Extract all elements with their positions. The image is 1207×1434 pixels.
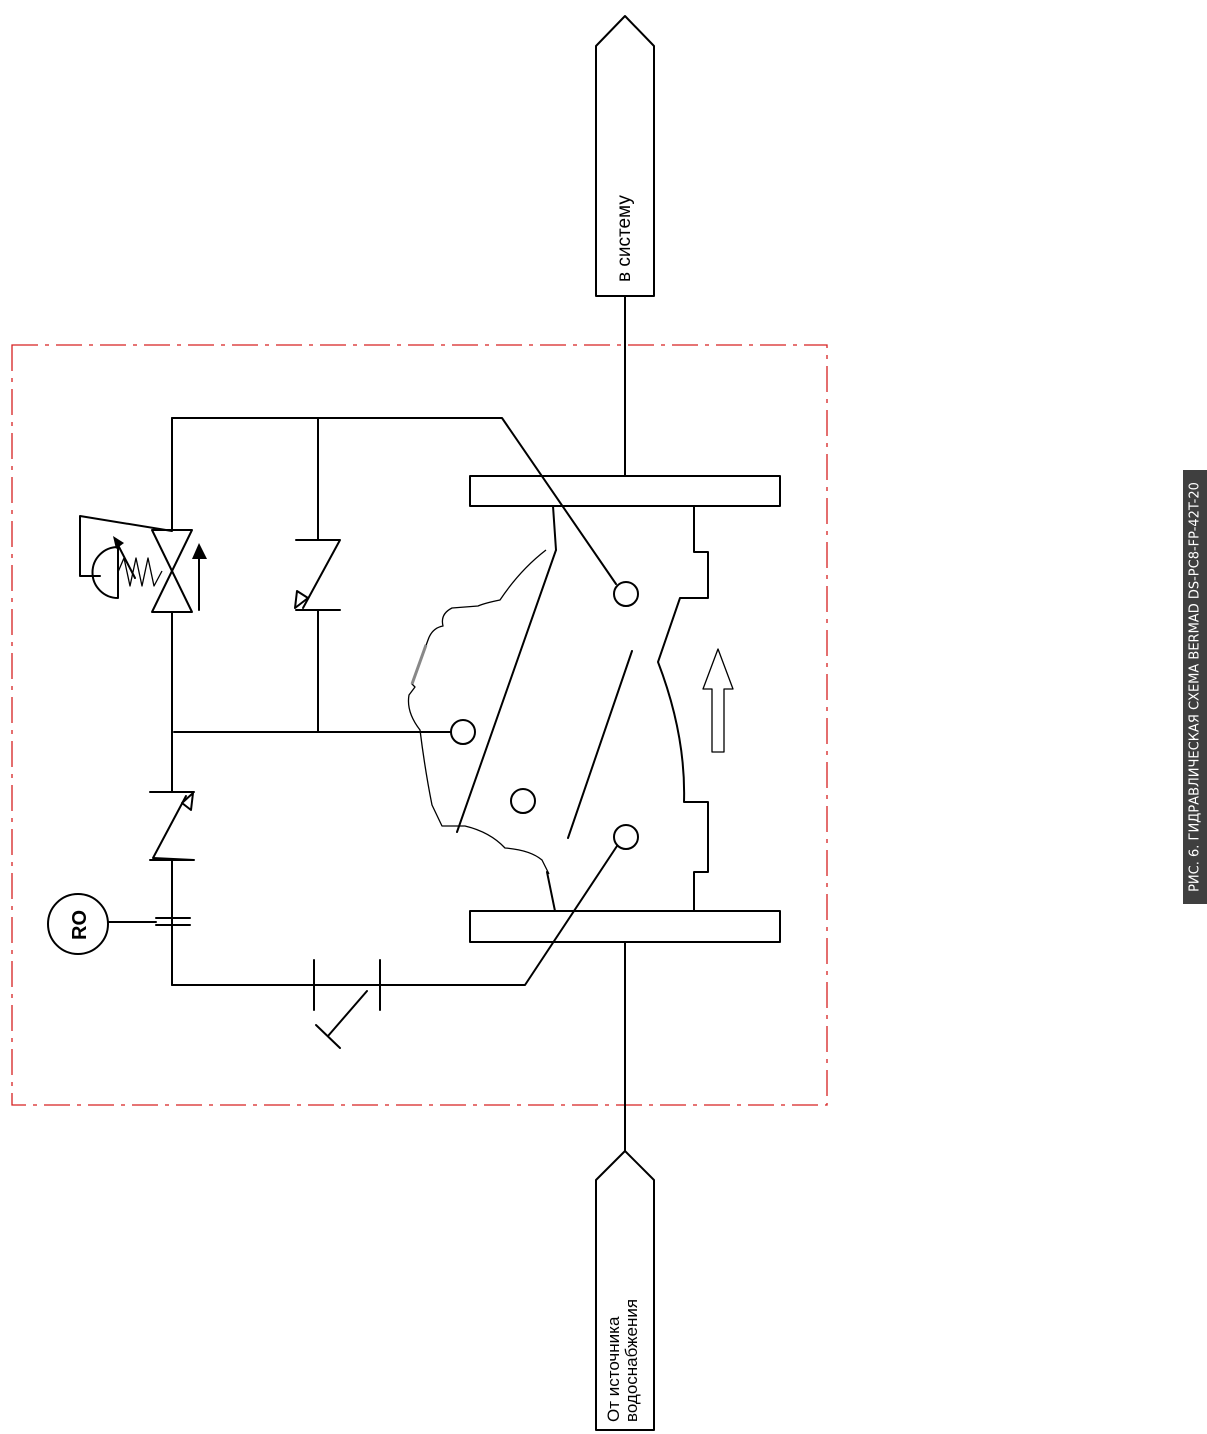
outlet-flange — [469, 475, 781, 507]
bonnet-outline — [407, 549, 550, 875]
seat-line — [567, 650, 633, 839]
assembly-boundary — [11, 344, 828, 1106]
figure-caption-text: РИС. 6. ГИДРАВЛИЧЕСКАЯ СХЕМА BERMAD DS-P… — [1187, 482, 1203, 892]
valve-body-left-top — [552, 505, 557, 551]
flow-direction-arrow-icon — [702, 648, 734, 753]
ball-valve-icon — [313, 959, 381, 1049]
port-outlet — [613, 581, 639, 607]
inlet-pipe-arrow-icon — [595, 1150, 655, 1431]
pressure-relief-pilot-icon — [79, 515, 207, 613]
port-aux — [510, 788, 536, 814]
port-inlet — [613, 824, 639, 850]
check-valve-icon — [294, 539, 341, 611]
inlet-flange — [469, 910, 781, 943]
inlet-label-line1: От источника — [604, 1316, 623, 1422]
figure-caption: РИС. 6. ГИДРАВЛИЧЕСКАЯ СХЕМА BERMAD DS-P… — [1183, 470, 1207, 904]
outlet-label: в систему — [614, 195, 635, 282]
lower-check-valve-icon — [149, 791, 195, 861]
outlet-pipe-arrow-icon — [595, 15, 655, 297]
inlet-label-line2: водоснабжения — [622, 1299, 641, 1422]
valve-body-left-bottom — [546, 871, 556, 912]
restriction-orifice-icon — [47, 893, 191, 955]
bonnet-mark — [410, 644, 428, 685]
diaphragm-line — [456, 549, 557, 833]
tube-outlet-sense — [171, 417, 617, 585]
orifice-label: RO — [69, 910, 91, 940]
valve-body-right — [657, 505, 709, 912]
port-control-chamber — [450, 719, 476, 745]
tube-inlet-supply — [171, 845, 618, 986]
